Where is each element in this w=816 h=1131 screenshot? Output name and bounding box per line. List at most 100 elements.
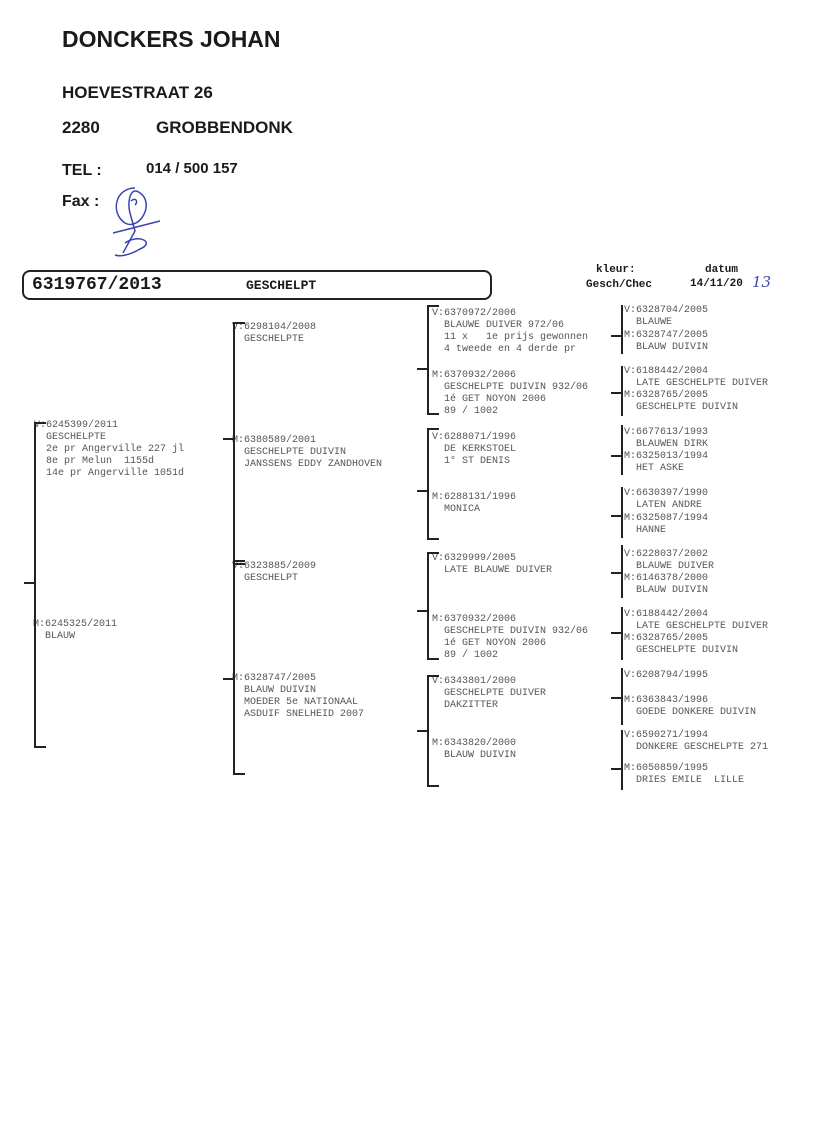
ancestor-sex-label: V: [624, 670, 637, 681]
bracket-line [621, 487, 623, 538]
bracket-cap [233, 773, 245, 775]
ancestor-ring: 6245399/2011 [46, 420, 119, 431]
ancestor-ring: 6298104/2008 [244, 322, 317, 333]
ancestor-sex-label: M: [232, 435, 245, 446]
bracket-line [621, 545, 623, 598]
ancestor-detail: GESCHELPTE DUIVIN 932/06 [444, 626, 589, 637]
bracket-cap [233, 563, 245, 565]
ancestor-sex-label: V: [624, 609, 637, 620]
bracket-line [621, 730, 623, 790]
ancestor-detail: 14e pr Angerville 1051d [46, 468, 185, 479]
bracket-cap [233, 322, 245, 324]
ancestor-ring: 6380589/2001 [244, 435, 317, 446]
ancestor-sex-label: M: [624, 451, 637, 462]
ancestor-ring: 6325087/1994 [636, 513, 709, 524]
bracket-cap [427, 785, 439, 787]
ancestor-sex-label: V: [432, 676, 445, 687]
owner-street: HOEVESTRAAT 26 [62, 83, 213, 102]
owner-city: GROBBENDONK [156, 118, 293, 137]
ancestor-sex-label: V: [624, 549, 637, 560]
bracket-line [427, 305, 429, 415]
ancestor-detail: GESCHELPTE DUIVER [444, 688, 547, 699]
ancestor-detail: BLAUW DUIVIN [444, 750, 517, 761]
ancestor-detail: BLAUW DUIVIN [636, 585, 709, 596]
ancestor-detail: HANNE [636, 525, 667, 536]
bracket-tick [611, 335, 621, 337]
ancestor-sex-label: M: [624, 573, 637, 584]
bracket-cap [34, 422, 46, 424]
kleur-value: Gesch/Chec [586, 279, 653, 291]
ancestor-sex-label: V: [624, 427, 637, 438]
datum-label: datum [705, 264, 739, 276]
bracket-tick [223, 678, 233, 680]
ancestor-ring: 6325013/1994 [636, 451, 709, 462]
ancestor-ring: 6050859/1995 [636, 763, 709, 774]
ancestor-ring: 6288131/1996 [444, 492, 517, 503]
bracket-cap [427, 658, 439, 660]
bracket-cap [427, 428, 439, 430]
gen4-ancestor: V:6208794/1995 [624, 670, 708, 682]
bracket-line [427, 675, 429, 787]
ancestor-detail: LATE GESCHELPTE DUIVER [636, 621, 769, 632]
ancestor-detail: BLAUW DUIVIN [636, 342, 709, 353]
ancestor-detail: 4 tweede en 4 derde pr [444, 344, 577, 355]
ancestor-ring: 6370932/2006 [444, 370, 517, 381]
ancestor-detail: DRIES EMILE LILLE [636, 775, 745, 786]
tel-label: TEL : [62, 162, 102, 179]
bracket-tick [417, 610, 427, 612]
ancestor-ring: 6288071/1996 [444, 432, 517, 443]
pigeon-ring: 6319767/2013 [32, 275, 162, 295]
ancestor-detail: MONICA [444, 504, 481, 515]
bracket-tick [223, 438, 233, 440]
pigeon-header-box [22, 270, 492, 300]
ancestor-detail: LATEN ANDRE [636, 500, 703, 511]
datum-handwritten: 13 [752, 273, 772, 291]
bracket-tick [24, 582, 34, 584]
ancestor-sex-label: M: [33, 619, 46, 630]
bracket-tick [611, 455, 621, 457]
kleur-label: kleur: [596, 264, 636, 276]
ancestor-detail: BLAUWE DUIVER 972/06 [444, 320, 565, 331]
ancestor-detail: BLAUW [45, 631, 76, 642]
ancestor-ring: 6363843/1996 [636, 695, 709, 706]
ancestor-ring: 6343801/2000 [444, 676, 517, 687]
bracket-line [233, 560, 235, 775]
ancestor-detail: 8e pr Melun 1155d [46, 456, 155, 467]
ancestor-ring: 6328704/2005 [636, 305, 709, 316]
bracket-line [427, 552, 429, 660]
bracket-line [233, 322, 235, 565]
ancestor-detail: 2e pr Angerville 227 jl [46, 444, 185, 455]
bracket-cap [34, 746, 46, 748]
bracket-line [621, 668, 623, 725]
ancestor-detail: GESCHELPTE [244, 334, 305, 345]
ancestor-detail: 1é GET NOYON 2006 [444, 638, 547, 649]
ancestor-sex-label: M: [432, 492, 445, 503]
bracket-cap [427, 538, 439, 540]
bracket-tick [611, 697, 621, 699]
ancestor-detail: 11 x 1e prijs gewonnen [444, 332, 589, 343]
bracket-tick [417, 490, 427, 492]
ancestor-ring: 6328747/2005 [244, 673, 317, 684]
ancestor-sex-label: M: [624, 763, 637, 774]
tel-number: 014 / 500 157 [146, 160, 238, 177]
ancestor-detail: DAKZITTER [444, 700, 499, 711]
ancestor-ring: 6329999/2005 [444, 553, 517, 564]
ancestor-sex-label: M: [624, 633, 637, 644]
ancestor-ring: 6228037/2002 [636, 549, 709, 560]
signature [112, 187, 161, 257]
ancestor-sex-label: V: [432, 308, 445, 319]
ancestor-sex-label: M: [232, 673, 245, 684]
bracket-line [427, 428, 429, 540]
